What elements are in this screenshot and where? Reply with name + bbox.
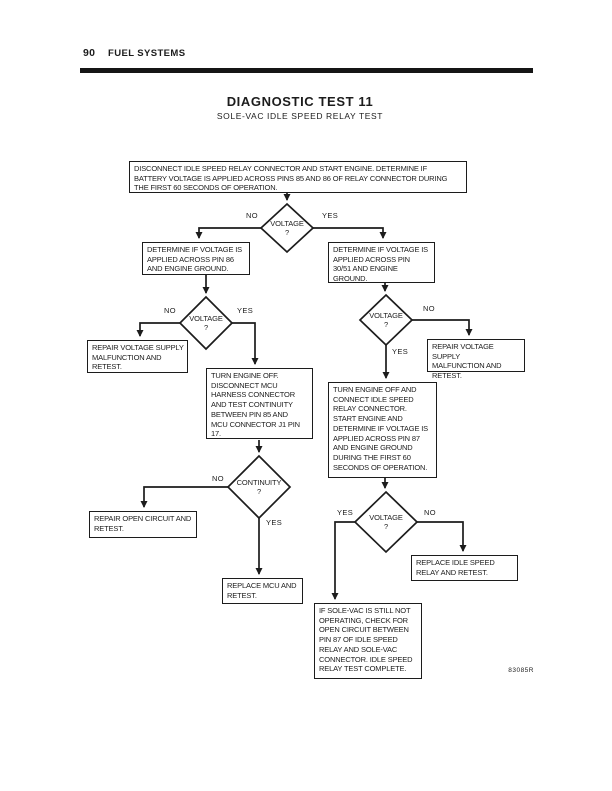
diagram-title: DIAGNOSTIC TEST 11 (226, 94, 374, 109)
branch-label-no-continuity: NO (212, 474, 224, 483)
flow-box-repair-supply-right: REPAIR VOLTAGE SUPPLY MALFUNCTION AND RE… (427, 339, 525, 380)
flow-box-check-pin-30-51: DETERMINE IF VOLTAGE IS APPLIED ACROSS P… (328, 242, 435, 283)
edge-voltage1-no (195, 227, 261, 239)
flow-box-test-continuity-mcu: TURN ENGINE OFF. DISCONNECT MCU HARNESS … (206, 368, 313, 439)
edge-voltage2-yes (232, 322, 259, 365)
decision-label-voltage-4: VOLTAGE ? (369, 513, 403, 531)
decision-diamond-continuity (226, 454, 292, 520)
edge-voltage1-yes (313, 227, 387, 239)
edge-voltage4-no (417, 521, 467, 552)
flow-box-repair-supply-left: REPAIR VOLTAGE SUPPLY MALFUNCTION AND RE… (87, 340, 188, 373)
branch-label-no-voltage-1: NO (246, 211, 258, 220)
branch-label-yes-voltage-2: YES (237, 306, 254, 315)
section-title: FUEL SYSTEMS (108, 48, 186, 59)
edge-voltage2-no (136, 322, 180, 337)
edge-voltage4-yes (331, 521, 355, 600)
page-number: 90 (83, 47, 96, 59)
decision-diamond-voltage-4 (353, 490, 419, 554)
flow-box-replace-mcu: REPLACE MCU AND RETEST. (222, 578, 303, 604)
branch-label-no-voltage-3: NO (423, 304, 435, 313)
decision-label-voltage-3: VOLTAGE ? (369, 311, 403, 329)
flow-box-repair-open-circuit: REPAIR OPEN CIRCUIT AND RETEST. (89, 511, 197, 538)
edge-continuity-no (140, 486, 228, 508)
decision-diamond-voltage-2 (178, 295, 234, 351)
flow-box-check-pin-87: TURN ENGINE OFF AND CONNECT IDLE SPEED R… (328, 382, 437, 478)
decision-diamond-voltage-3 (358, 293, 414, 347)
branch-label-no-voltage-4: NO (424, 508, 436, 517)
branch-label-yes-voltage-4: YES (337, 508, 354, 517)
branch-label-yes-continuity: YES (266, 518, 283, 527)
flow-box-replace-relay: REPLACE IDLE SPEED RELAY AND RETEST. (411, 555, 518, 581)
branch-label-yes-voltage-3: YES (392, 347, 409, 356)
branch-label-yes-voltage-1: YES (322, 211, 339, 220)
diagram-subtitle: SOLE-VAC IDLE SPEED RELAY TEST (216, 111, 384, 121)
decision-label-voltage-1: VOLTAGE ? (270, 219, 304, 237)
decision-label-voltage-2: VOLTAGE ? (189, 314, 223, 332)
flow-box-check-pin-86: DETERMINE IF VOLTAGE IS APPLIED ACROSS P… (142, 242, 250, 275)
figure-code: 83085R (508, 667, 534, 674)
flow-box-sole-vac-complete: IF SOLE-VAC IS STILL NOT OPERATING, CHEC… (314, 603, 422, 679)
flow-box-start: DISCONNECT IDLE SPEED RELAY CONNECTOR AN… (129, 161, 467, 193)
branch-label-no-voltage-2: NO (164, 306, 176, 315)
edge-voltage3-no (412, 319, 473, 336)
decision-diamond-voltage-1 (259, 202, 315, 254)
header-rule (80, 68, 533, 73)
decision-label-continuity: CONTINUITY ? (236, 478, 282, 496)
